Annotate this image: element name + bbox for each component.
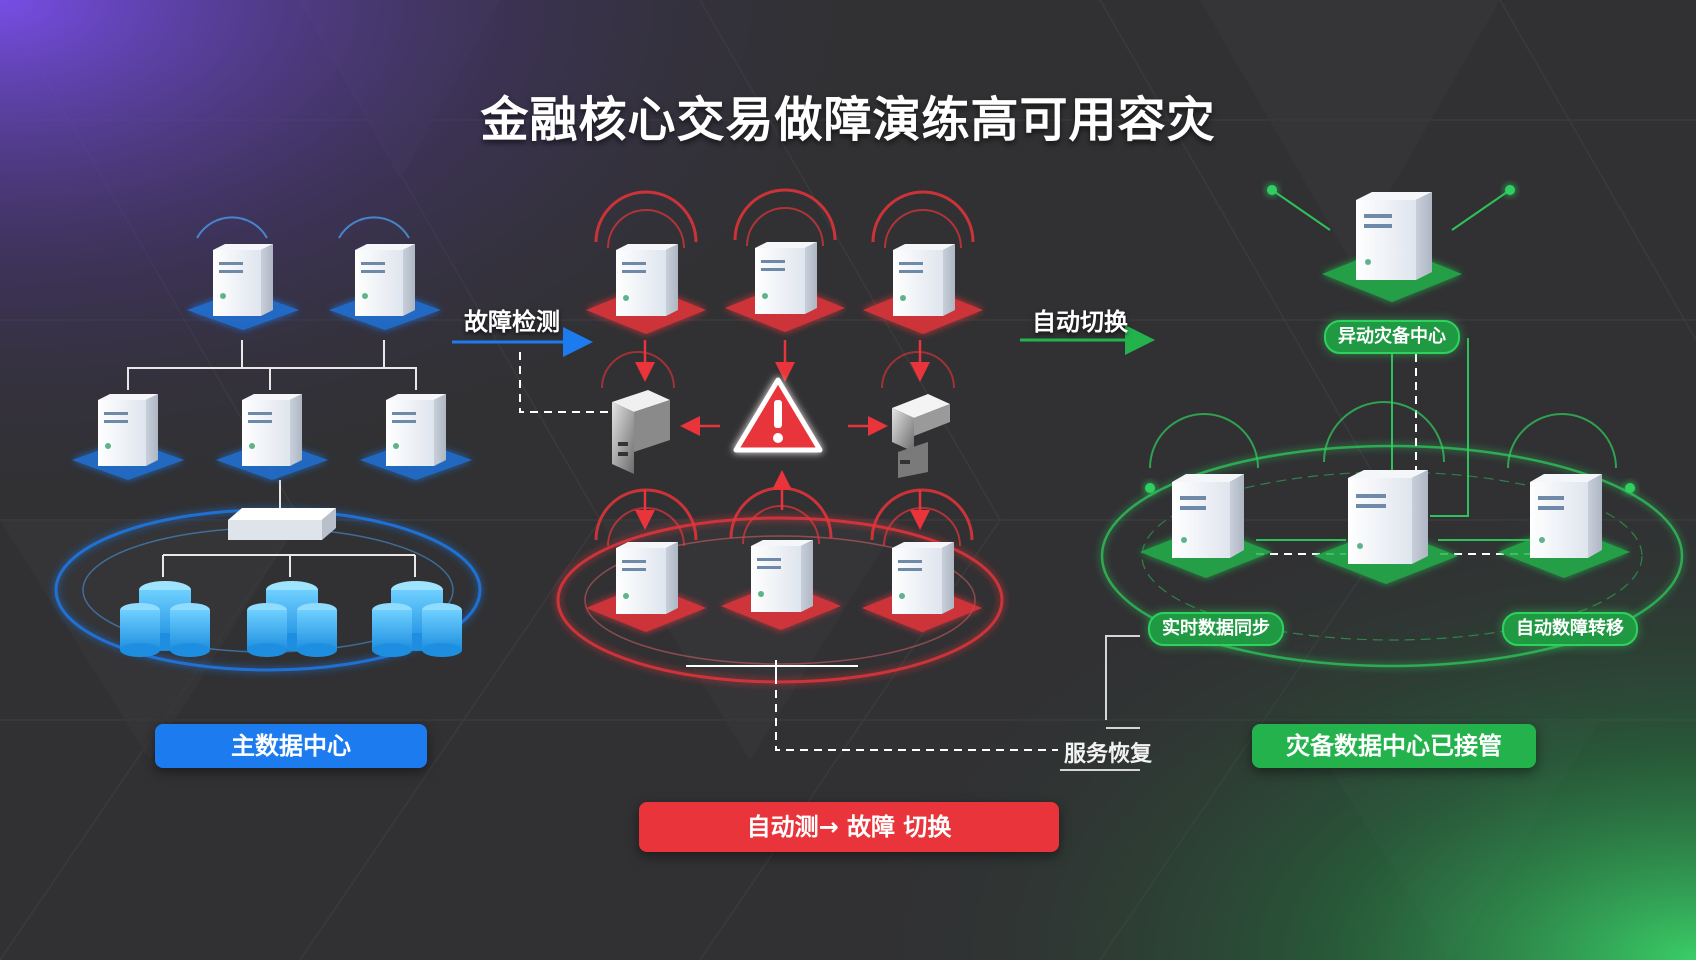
restore-dashed-link xyxy=(775,676,1058,751)
server-icon xyxy=(187,216,299,330)
firewall-node-icon xyxy=(601,351,675,474)
restore-label: 服务恢复 xyxy=(1064,742,1153,767)
server-icon xyxy=(1314,401,1458,584)
sync-tag: 实时数据同步 xyxy=(1148,612,1284,646)
server-icon xyxy=(72,394,184,480)
server-icon xyxy=(216,394,328,480)
server-icon xyxy=(863,190,983,334)
warning-triangle-icon xyxy=(733,377,823,453)
switch-label: 自动切换 xyxy=(1032,308,1128,336)
server-icon xyxy=(721,486,841,630)
primary-datacenter xyxy=(54,216,482,672)
primary-datacenter-label: 主数据中心 xyxy=(155,724,427,768)
fault-zone xyxy=(556,188,1004,684)
backup-center-tag: 异动灾备中心 xyxy=(1324,320,1460,354)
server-icon xyxy=(360,394,472,480)
fault-switch-label: 自动测→ 故障 切换 xyxy=(639,802,1059,852)
detect-dashed-link xyxy=(519,352,610,413)
server-icon xyxy=(1140,413,1272,578)
server-icon xyxy=(586,488,706,632)
server-icon xyxy=(586,190,706,334)
server-icon xyxy=(862,488,982,632)
detect-label: 故障检测 xyxy=(464,308,560,336)
database-icon xyxy=(247,581,337,657)
page-title: 金融核心交易做障演练高可用容灾 xyxy=(480,92,1216,148)
server-icon xyxy=(1498,413,1630,578)
server-icon xyxy=(725,188,845,332)
restore-link-up xyxy=(1105,635,1140,720)
backup-datacenter xyxy=(1100,185,1684,668)
firewall-node-icon xyxy=(881,351,955,478)
backup-datacenter-label: 灾备数据中心已接管 xyxy=(1252,724,1536,768)
server-icon xyxy=(1322,192,1462,302)
database-icon xyxy=(372,581,462,657)
failover-tag: 自动数障转移 xyxy=(1502,612,1638,646)
network-switch-icon xyxy=(228,508,336,540)
server-icon xyxy=(329,216,441,330)
database-icon xyxy=(120,581,210,657)
fault-ring xyxy=(556,516,1004,684)
